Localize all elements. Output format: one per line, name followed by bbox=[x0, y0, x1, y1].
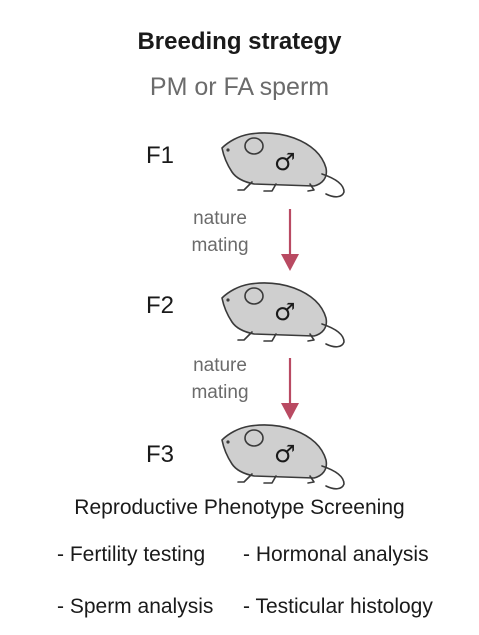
mouse-icon: ♂ bbox=[221, 282, 345, 348]
male-symbol-icon: ♂ bbox=[274, 440, 296, 468]
transition-line-1: nature bbox=[193, 208, 247, 229]
mouse-eye bbox=[226, 148, 230, 152]
diagram-subtitle: PM or FA sperm bbox=[149, 73, 330, 101]
mouse-eye bbox=[226, 440, 230, 444]
generation-label-f3: F3 bbox=[146, 441, 175, 468]
mouse-icon: ♂ bbox=[221, 132, 345, 198]
transition-line-1: nature bbox=[193, 355, 247, 376]
screening-item-histology: - Testicular histology bbox=[243, 595, 433, 618]
mouse-body bbox=[221, 282, 345, 348]
generation-label-f1: F1 bbox=[146, 142, 175, 169]
transition-line-2: mating bbox=[191, 382, 249, 403]
mouse-eye bbox=[226, 298, 230, 302]
diagram-title: Breeding strategy bbox=[137, 28, 342, 55]
transition-label-2: nature mating bbox=[175, 352, 265, 406]
mouse-icon: ♂ bbox=[221, 424, 345, 490]
screening-item-fertility: - Fertility testing bbox=[57, 543, 206, 566]
transition-label-1: nature mating bbox=[175, 205, 265, 259]
male-symbol-icon: ♂ bbox=[274, 148, 296, 176]
transition-line-2: mating bbox=[191, 235, 249, 256]
down-arrow-icon bbox=[281, 209, 299, 271]
screening-item-sperm: - Sperm analysis bbox=[57, 595, 214, 618]
mouse-body bbox=[221, 132, 345, 198]
generation-label-f2: F2 bbox=[146, 292, 175, 319]
screening-item-hormonal: - Hormonal analysis bbox=[243, 543, 429, 566]
screening-heading: Reproductive Phenotype Screening bbox=[74, 496, 405, 519]
mouse-body bbox=[221, 424, 345, 490]
down-arrow-icon bbox=[281, 358, 299, 420]
male-symbol-icon: ♂ bbox=[274, 298, 296, 326]
